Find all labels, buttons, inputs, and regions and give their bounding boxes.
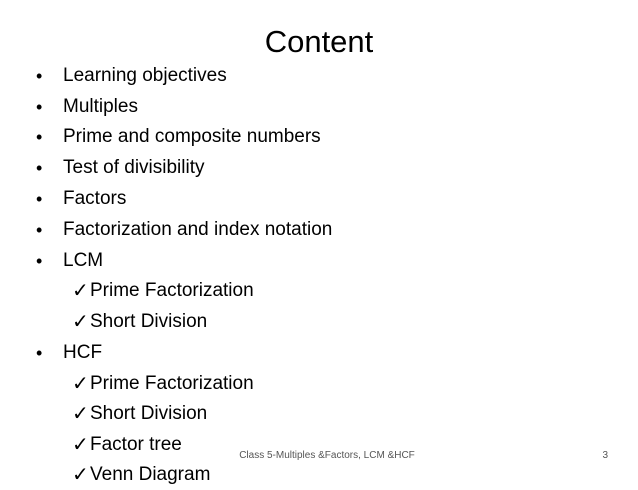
checkmark-icon: ✓	[72, 464, 89, 486]
bullet-icon: •	[36, 189, 43, 209]
list-item-label: Learning objectives	[63, 65, 227, 86]
list-item: • Factorization and index notation	[0, 215, 638, 245]
bullet-icon: •	[36, 66, 43, 86]
list-item-label: HCF	[63, 342, 103, 363]
list-item-label: Factor tree	[90, 434, 182, 455]
bullet-icon: •	[36, 251, 43, 271]
list-item: ✓ Factor tree	[0, 430, 638, 460]
checkmark-icon: ✓	[72, 373, 89, 395]
checkmark-icon: ✓	[72, 311, 89, 333]
list-item-label: Short Division	[90, 311, 208, 332]
list-item: ✓ Short Division	[0, 399, 638, 429]
list-item: • LCM	[0, 246, 638, 276]
checkmark-icon: ✓	[72, 280, 89, 302]
checkmark-icon: ✓	[72, 434, 89, 456]
page-number: 3	[602, 450, 608, 461]
bullet-icon: •	[36, 220, 43, 240]
list-item-label: Test of divisibility	[63, 157, 205, 178]
footer-label: Class 5-Multiples &Factors, LCM &HCF	[239, 450, 415, 461]
list-item: ✓ Venn Diagram	[0, 460, 638, 490]
list-item: • Multiples	[0, 92, 638, 122]
list-item: • HCF	[0, 338, 638, 368]
list-item: • Factors	[0, 184, 638, 214]
bullet-icon: •	[36, 127, 43, 147]
checkmark-icon: ✓	[72, 403, 89, 425]
list-item: • Prime and composite numbers	[0, 122, 638, 152]
list-item-label: LCM	[63, 250, 104, 271]
content-list: • Learning objectives • Multiples • Prim…	[0, 61, 638, 486]
list-item-label: Prime Factorization	[90, 373, 254, 394]
list-item-label: Factors	[63, 188, 127, 209]
list-item: • Learning objectives	[0, 61, 638, 91]
slide-title: Content	[264, 24, 374, 59]
list-item-label: Multiples	[63, 96, 138, 117]
list-item: ✓ Short Division	[0, 307, 638, 337]
list-item: ✓ Prime Factorization	[0, 276, 638, 306]
list-item-label: Short Division	[90, 403, 208, 424]
list-item-label: Prime Factorization	[90, 280, 254, 301]
list-item-label: Factorization and index notation	[63, 219, 333, 240]
bullet-icon: •	[36, 97, 43, 117]
list-item: ✓ Prime Factorization	[0, 369, 638, 399]
list-item-label: Prime and composite numbers	[63, 126, 321, 147]
bullet-icon: •	[36, 343, 43, 363]
bullet-icon: •	[36, 158, 43, 178]
list-item: • Test of divisibility	[0, 153, 638, 183]
list-item-label: Venn Diagram	[90, 464, 211, 485]
